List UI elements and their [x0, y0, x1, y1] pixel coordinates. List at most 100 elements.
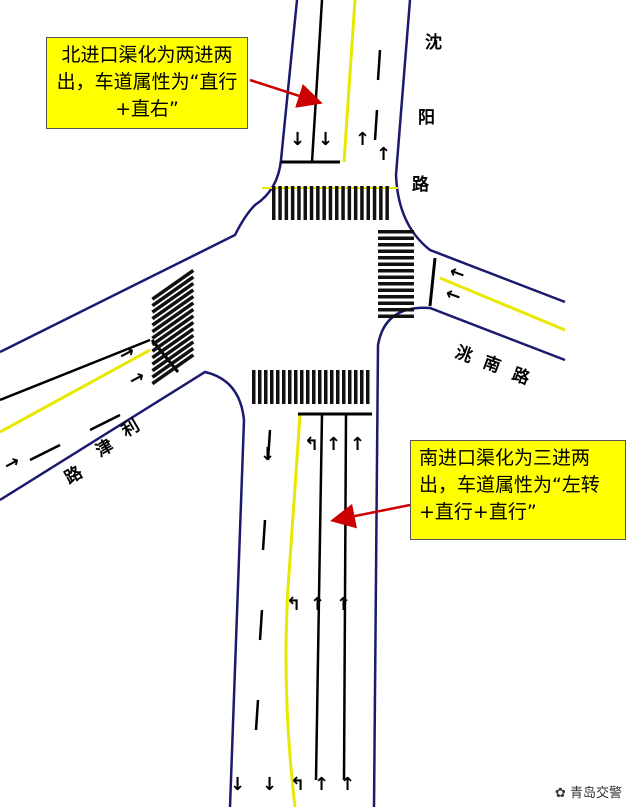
crosswalk-stripe	[378, 243, 414, 247]
crosswalk-stripe	[379, 186, 383, 220]
crosswalk-stripe	[328, 186, 333, 220]
crosswalk-stripe	[341, 186, 345, 220]
crosswalk-stripe	[378, 288, 414, 292]
crosswalk-stripe	[342, 370, 346, 404]
crosswalk-stripe	[378, 308, 414, 312]
wechat-icon: ✿	[554, 786, 570, 801]
crosswalk-stripe	[378, 256, 414, 260]
crosswalk-stripe	[151, 327, 195, 360]
crosswalk-stripe	[353, 186, 358, 220]
crosswalk-stripe	[264, 370, 268, 404]
svg-text:↑: ↑	[355, 129, 370, 150]
crosswalks	[151, 186, 414, 404]
svg-text:↓: ↓	[318, 129, 333, 150]
crosswalk-stripe	[360, 186, 364, 220]
crosswalk-stripe	[282, 370, 286, 404]
crosswalk-stripe	[318, 370, 322, 404]
crosswalk-stripe	[316, 186, 320, 220]
crosswalk-stripe	[294, 370, 298, 404]
callout-arrows	[249, 78, 411, 529]
crosswalk-stripe	[288, 370, 292, 404]
crosswalk-stripe	[151, 321, 195, 353]
crosswalk-stripe	[252, 370, 256, 404]
svg-text:↑: ↑	[376, 144, 391, 165]
crosswalk-stripe	[276, 370, 280, 404]
svg-text:↓: ↓	[290, 129, 305, 150]
crosswalk-stripe	[151, 308, 195, 340]
crosswalk-stripe	[336, 370, 340, 404]
svg-text:→: →	[0, 451, 23, 477]
crosswalk-stripe	[378, 275, 414, 279]
crosswalk-stripe	[272, 186, 276, 220]
crosswalk-stripe	[360, 370, 364, 404]
crosswalk-stripe	[378, 282, 414, 286]
crosswalk-stripe	[284, 186, 289, 220]
road-name-north-2: 阳	[418, 108, 435, 128]
crosswalk-stripe	[378, 295, 414, 299]
lane-lines	[0, 0, 437, 781]
svg-text:→: →	[125, 366, 148, 392]
crosswalk-stripe	[322, 186, 326, 220]
svg-text:↑: ↑	[350, 434, 365, 455]
crosswalk-stripe	[297, 186, 301, 220]
road-name-north-1: 沈	[425, 33, 442, 53]
crosswalk-stripe	[258, 370, 262, 404]
crosswalk-stripe	[278, 186, 282, 220]
svg-text:↓: ↓	[230, 774, 245, 795]
crosswalk-stripe	[151, 275, 195, 308]
watermark-text: 青岛交警	[569, 786, 622, 801]
road-name-north-3: 路	[412, 175, 429, 195]
crosswalk-stripe	[378, 236, 414, 240]
crosswalk-stripe	[366, 186, 370, 220]
crosswalk-stripe	[151, 340, 195, 373]
crosswalk-stripe	[151, 301, 195, 334]
crosswalk-stripe	[151, 347, 195, 379]
watermark: ✿ 青岛交警	[555, 782, 622, 801]
crosswalk-stripe	[151, 314, 195, 347]
crosswalk-stripe	[270, 370, 274, 404]
svg-text:↰: ↰	[286, 594, 301, 615]
svg-text:↑: ↑	[336, 594, 351, 615]
svg-text:←: ←	[443, 283, 464, 308]
crosswalk-stripe	[378, 301, 414, 305]
svg-text:↑: ↑	[340, 774, 355, 795]
north-entry-callout: 北进口渠化为两进两出，车道属性为“直行+直右”	[46, 37, 248, 129]
crosswalk-stripe	[151, 334, 195, 366]
svg-text:↑: ↑	[326, 434, 341, 455]
crosswalk-stripe	[151, 288, 195, 321]
crosswalk-stripe	[378, 249, 414, 253]
svg-text:↑: ↑	[310, 594, 325, 615]
crosswalk-stripe	[378, 314, 414, 318]
crosswalk-stripe	[151, 295, 195, 327]
crosswalk-stripe	[347, 186, 352, 220]
crosswalk-stripe	[324, 370, 328, 404]
crosswalk-stripe	[378, 262, 414, 266]
crosswalk-stripe	[335, 186, 339, 220]
crosswalk-stripe	[348, 370, 352, 404]
crosswalk-stripe	[300, 370, 304, 404]
crosswalk-stripe	[290, 186, 295, 220]
crosswalk-stripe	[378, 269, 414, 273]
svg-text:↰: ↰	[304, 434, 319, 455]
svg-text:→: →	[115, 341, 138, 367]
crosswalk-stripe	[372, 186, 377, 220]
crosswalk-stripe	[303, 186, 307, 220]
crosswalk-stripe	[354, 370, 358, 404]
crosswalk-stripe	[385, 186, 389, 220]
svg-text:←: ←	[447, 261, 468, 286]
crosswalk-stripe	[309, 186, 314, 220]
svg-text:↑: ↑	[314, 774, 329, 795]
crosswalk-stripe	[330, 370, 334, 404]
svg-text:↓: ↓	[262, 774, 277, 795]
svg-text:↓: ↓	[260, 444, 275, 465]
crosswalk-stripe	[151, 282, 195, 314]
crosswalk-stripe	[151, 353, 195, 386]
south-entry-callout: 南进口渠化为三进两出，车道属性为“左转+直行+直行”	[410, 440, 626, 540]
crosswalk-stripe	[312, 370, 316, 404]
crosswalk-stripe	[306, 370, 310, 404]
svg-text:↰: ↰	[290, 774, 305, 795]
crosswalk-stripe	[366, 370, 370, 404]
crosswalk-stripe	[151, 269, 195, 301]
